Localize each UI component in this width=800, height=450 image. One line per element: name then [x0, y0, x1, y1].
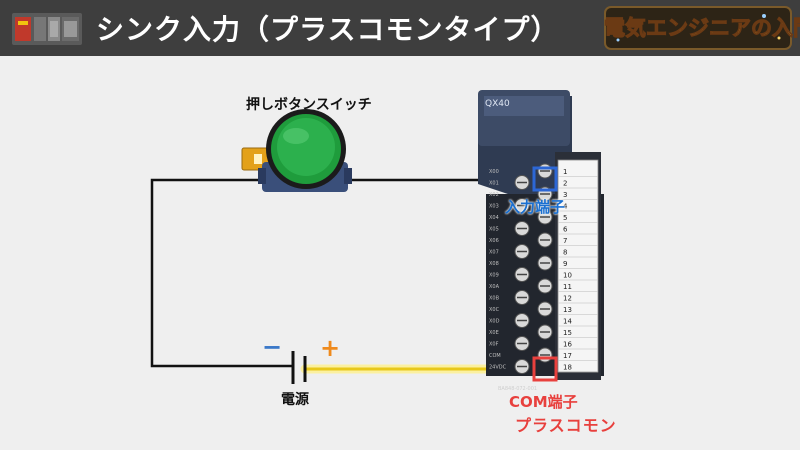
terminal-screw	[537, 255, 553, 271]
black-wire-loop	[150, 178, 293, 368]
terminal-screw	[537, 163, 553, 179]
terminal-number: 12	[563, 295, 572, 303]
terminal-screw	[514, 221, 530, 236]
terminal-number: 7	[563, 237, 567, 245]
logo-text: 電気エンジニアの入門	[604, 16, 800, 41]
terminal-number: 18	[563, 364, 572, 372]
terminal-number: 8	[563, 249, 567, 257]
plus-symbol: +	[320, 334, 341, 362]
terminal-side-label: X02	[489, 192, 499, 198]
terminal-side-label: X0F	[489, 342, 499, 348]
terminal-number: 17	[563, 352, 572, 360]
terminal-screw	[514, 267, 530, 282]
terminal-side-label: X05	[489, 227, 499, 233]
terminal-side-label: 24VDC	[489, 365, 507, 371]
minus-symbol: −	[262, 333, 283, 361]
terminal-screw	[537, 324, 553, 340]
terminal-side-label: X07	[489, 250, 499, 256]
header-bar: シンク入力（プラスコモンタイプ） 電気エンジニアの入門	[0, 0, 800, 56]
terminal-number: 9	[563, 260, 567, 268]
com-terminal-label: COM端子	[509, 393, 578, 411]
terminal-side-label: X00	[489, 169, 499, 175]
terminal-screw	[514, 198, 530, 213]
terminal-side-label: X0A	[489, 284, 500, 290]
input-terminal-highlight	[532, 166, 558, 192]
plc-icon	[12, 13, 82, 45]
module-part-number: BA848-072-001	[498, 386, 537, 392]
terminal-number: 2	[563, 180, 567, 188]
terminal-number: 5	[563, 214, 567, 222]
terminal-screw	[537, 232, 553, 248]
terminal-number: 10	[563, 272, 572, 280]
logo-badge	[604, 6, 792, 50]
terminal-number: 11	[563, 283, 572, 291]
terminal-screw	[514, 244, 530, 259]
terminal-screw	[514, 313, 530, 328]
pushbutton-icon	[241, 109, 352, 192]
terminal-side-label: X0B	[489, 296, 500, 302]
terminal-number: 3	[563, 191, 567, 199]
terminal-side-label: X0C	[489, 307, 500, 313]
terminal-side-label: X08	[489, 261, 499, 267]
terminal-number: 16	[563, 341, 572, 349]
terminal-screw	[537, 301, 553, 317]
terminal-side-label: X04	[489, 215, 499, 221]
com-terminal-highlight	[532, 356, 558, 382]
terminal-number: 4	[563, 203, 568, 211]
site-logo: 電気エンジニアの入門	[604, 6, 800, 50]
terminal-side-label: X01	[489, 181, 499, 187]
terminal-screw	[514, 175, 530, 190]
terminal-number: 1	[563, 168, 567, 176]
terminal-number: 14	[563, 318, 572, 326]
terminal-screw	[537, 209, 553, 225]
module-model: QX40	[485, 99, 510, 109]
battery-icon	[291, 351, 307, 384]
terminal-screw	[514, 336, 530, 351]
terminal-number: 15	[563, 329, 572, 337]
plus-common-label: プラスコモン	[515, 416, 617, 435]
terminal-screw	[514, 290, 530, 305]
power-supply-label: 電源	[281, 392, 309, 408]
terminal-screw	[514, 359, 530, 374]
pushbutton-label: 押しボタンスイッチ	[246, 97, 372, 113]
terminal-side-label: X06	[489, 238, 499, 244]
terminal-screw	[537, 347, 553, 363]
terminal-screw	[537, 278, 553, 294]
input-terminal-label: 入力端子	[505, 198, 566, 216]
terminal-side-label: COM	[489, 353, 501, 359]
page-title: シンク入力（プラスコモンタイプ）	[96, 13, 560, 46]
terminal-side-label: X03	[489, 204, 499, 210]
terminal-number: 6	[563, 226, 568, 234]
terminal-side-label: X0D	[489, 319, 500, 325]
terminal-side-label: X0E	[489, 330, 499, 336]
terminal-screw-column	[514, 163, 553, 374]
terminal-number: 13	[563, 306, 572, 314]
terminal-side-label: X09	[489, 273, 499, 279]
